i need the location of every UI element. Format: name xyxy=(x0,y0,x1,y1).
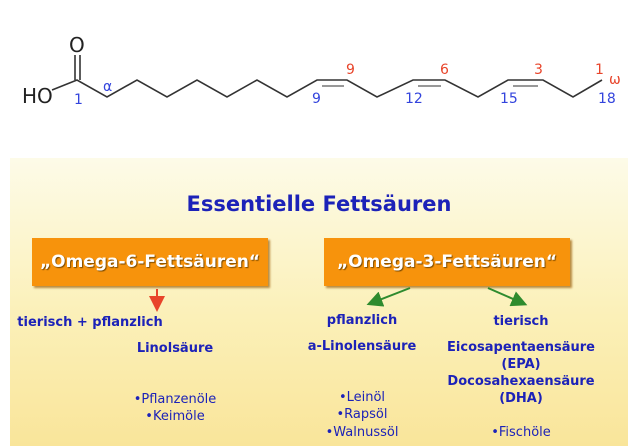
omega3-animal-source: tierisch xyxy=(493,314,549,329)
carbon-number: 9 xyxy=(312,91,321,107)
omega6-box: „Omega-6-Fettsäuren“ xyxy=(32,238,268,286)
omega6-food: •Pflanzenöle xyxy=(133,392,217,407)
arrow-omega3-animal xyxy=(487,287,528,307)
omega6-source-animal-plus: tierisch + pflanzlich xyxy=(17,315,163,330)
panel-title: Essentielle Fettsäuren xyxy=(186,192,452,216)
omega3-plant-acid: a-Linolensäure xyxy=(307,339,417,354)
carbon-number: 12 xyxy=(405,91,423,107)
carbon-number: 15 xyxy=(500,91,518,107)
arrows xyxy=(149,287,528,312)
arrow-omega3-plant xyxy=(366,287,411,307)
hydroxyl-label: HO xyxy=(22,84,53,108)
essential-fatty-acids-panel: Essentielle Fettsäuren „Omega-6-Fettsäur… xyxy=(10,158,628,446)
omega6-acid: Linolsäure xyxy=(136,341,214,356)
omega3-plant-food: •Rapsöl xyxy=(336,407,388,422)
omega3-plant-source: pflanzlich xyxy=(326,313,398,328)
omega-number: 3 xyxy=(534,62,543,78)
omega3-animal-acid-abbr: (EPA) xyxy=(501,357,541,372)
carbon-chain xyxy=(51,79,603,98)
omega3-plant-food: •Leinöl xyxy=(338,390,386,405)
fatty-acid-structure: HO O 1 α 9 12 15 18 9 6 3 1 ω xyxy=(22,33,621,108)
carbon-number: 1 xyxy=(74,92,83,108)
omega3-animal-acid-abbr: (DHA) xyxy=(499,391,543,406)
omega-number: 9 xyxy=(346,62,355,78)
omega3-box: „Omega-3-Fettsäuren“ xyxy=(324,238,570,286)
omega3-animal-acid: Eicosapentaensäure xyxy=(447,340,595,355)
omega-number: 1 xyxy=(595,62,604,78)
omega6-food: •Keimöle xyxy=(145,409,205,424)
omega-number: 6 xyxy=(440,62,449,78)
omega3-animal-acid: Docosahexaensäure xyxy=(447,374,595,389)
oxygen-label: O xyxy=(69,33,85,57)
carbon-number: 18 xyxy=(598,91,616,107)
alpha-label: α xyxy=(103,79,112,95)
omega3-animal-food: •Fischöle xyxy=(491,425,551,440)
omega-label: ω xyxy=(609,72,621,88)
omega3-plant-food: •Walnussöl xyxy=(325,425,399,440)
